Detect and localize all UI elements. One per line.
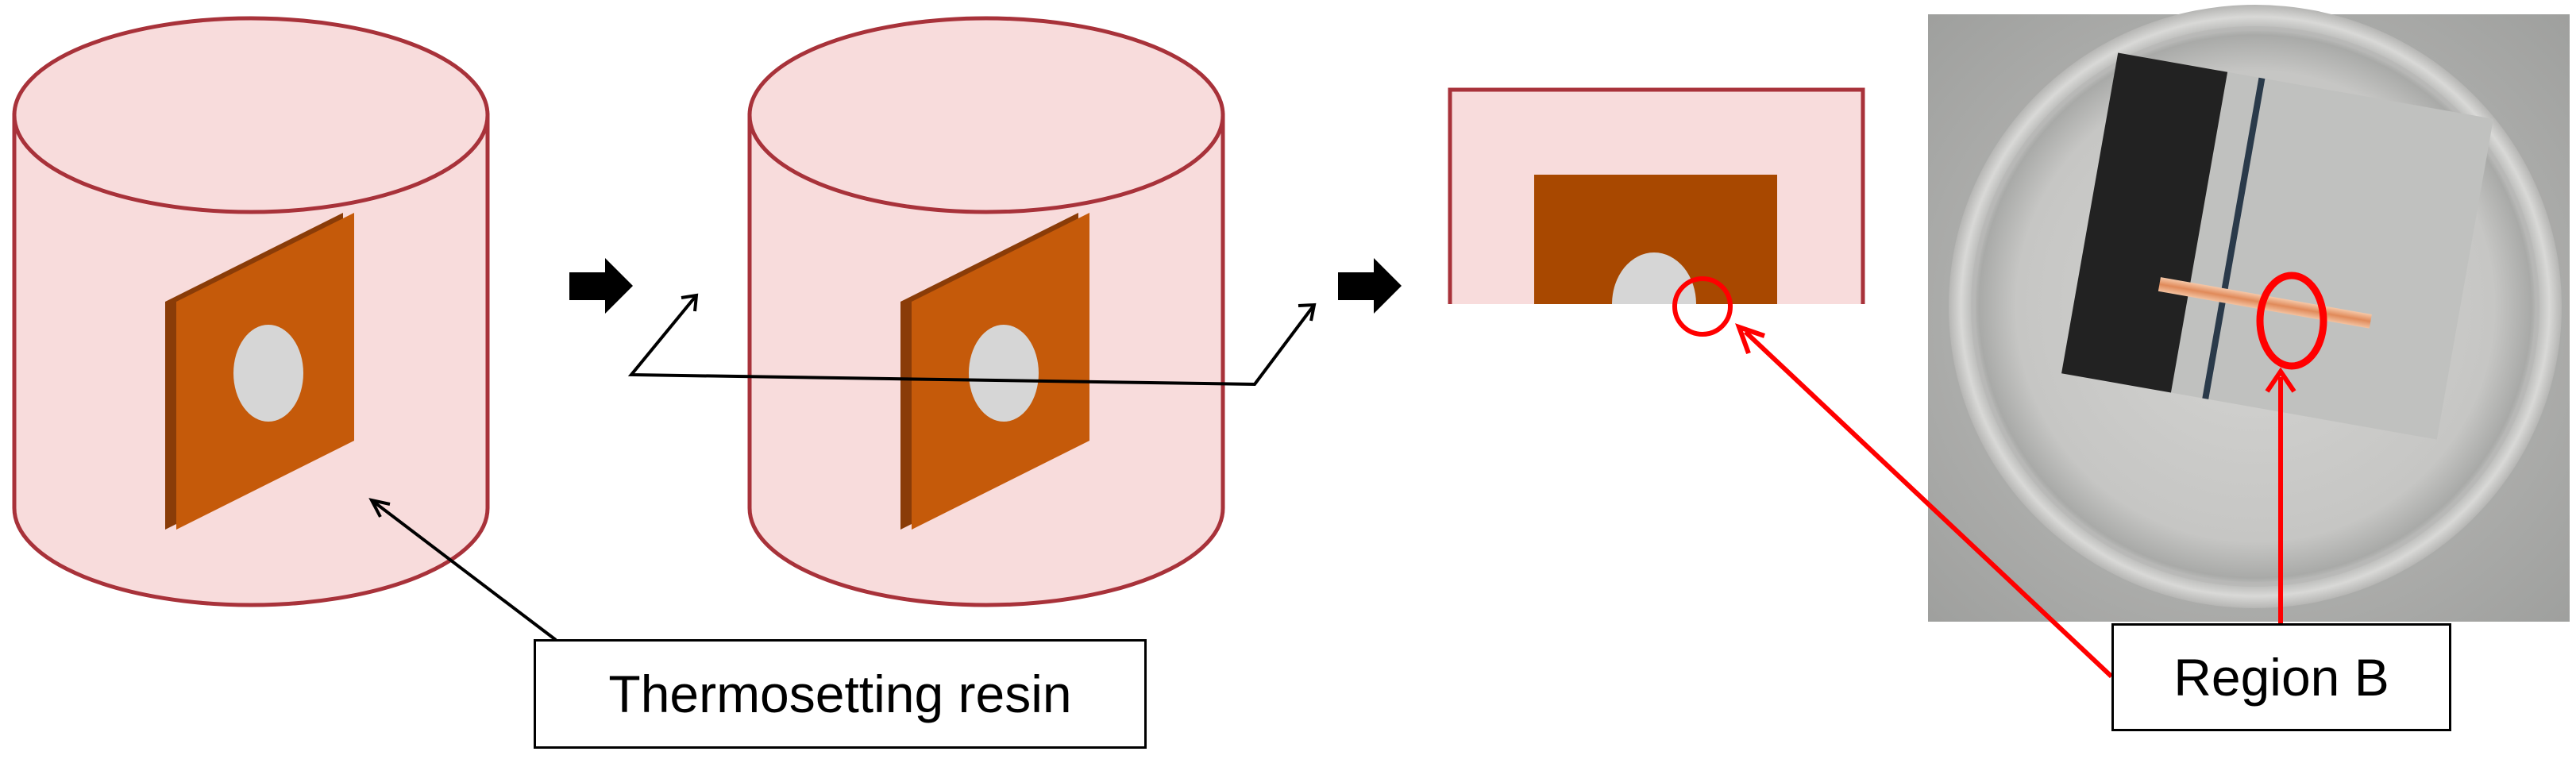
cross-section bbox=[1448, 87, 1865, 337]
copper-plate-2 bbox=[900, 213, 1089, 530]
region-b-callout-arrows bbox=[1735, 323, 2296, 679]
region-b-marker bbox=[1672, 276, 1733, 337]
resin-cylinder-1 bbox=[12, 16, 490, 607]
resin-callout-arrow bbox=[368, 498, 557, 642]
copper-plate-1 bbox=[165, 213, 354, 530]
sample-hole-1 bbox=[233, 325, 303, 422]
region-b-callout-label: Region B bbox=[2111, 623, 2451, 731]
sample-hole-2 bbox=[969, 325, 1039, 422]
cutting-plane-line bbox=[627, 293, 1317, 387]
sample-hole-section bbox=[1612, 252, 1696, 304]
mounted-sample-photo bbox=[1928, 5, 2570, 622]
step-arrow-2 bbox=[1338, 258, 1402, 314]
region-b-photo-marker bbox=[2256, 272, 2327, 370]
step-arrow-1 bbox=[569, 258, 633, 314]
resin-cylinder-2 bbox=[747, 16, 1225, 607]
resin-callout-label: Thermosetting resin bbox=[534, 639, 1147, 749]
